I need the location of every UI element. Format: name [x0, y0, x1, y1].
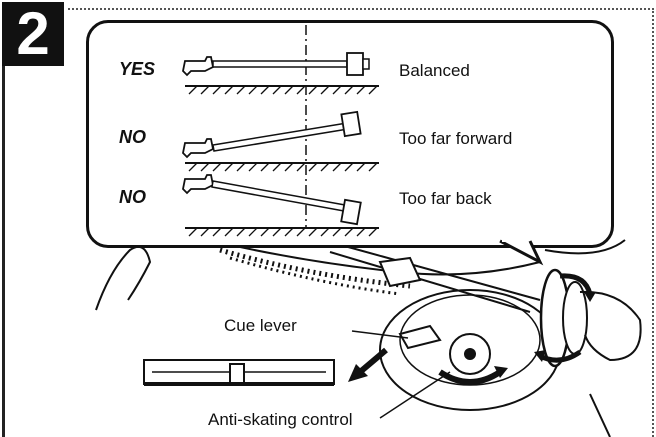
verdict-no-forward: NO	[119, 127, 146, 147]
verdict-yes: YES	[119, 59, 156, 79]
rotate-arrow-top	[559, 273, 593, 295]
label-cue-lever: Cue lever	[222, 316, 299, 336]
verdict-no-back: NO	[119, 187, 146, 207]
dotted-frame-top	[68, 8, 654, 10]
result-balanced: Balanced	[399, 61, 470, 80]
label-anti-skating-control: Anti-skating control	[206, 410, 355, 430]
left-hand	[95, 246, 152, 311]
diagram-too-far-forward	[182, 110, 379, 172]
result-too-far-forward: Too far forward	[399, 129, 513, 148]
cue-down-arrow	[358, 347, 388, 375]
cue-lever	[398, 324, 442, 350]
step-number-badge: 2	[2, 2, 64, 66]
dotted-frame-right	[652, 8, 654, 437]
result-too-far-back: Too far back	[399, 189, 492, 208]
strobe-dots	[219, 247, 411, 289]
right-hand	[579, 290, 642, 362]
frame-left-bar	[2, 66, 5, 437]
balance-callout: YES Balanced NO Too far forward NO Too f…	[86, 20, 614, 248]
diagram-too-far-back	[182, 174, 379, 237]
tonearm-pipe	[329, 241, 541, 301]
balance-diagrams	[182, 25, 379, 237]
diagram-balanced	[182, 52, 379, 95]
